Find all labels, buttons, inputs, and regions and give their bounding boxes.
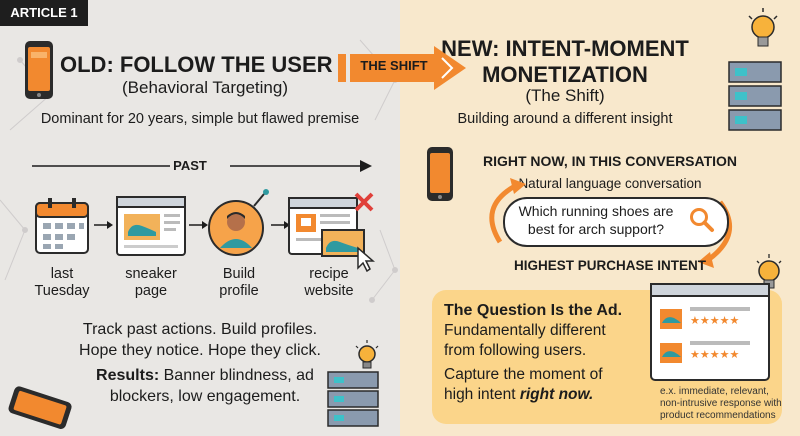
- user-profile-icon: [208, 189, 269, 256]
- phone-icon: [427, 147, 453, 201]
- recipe-website-icon: [288, 192, 376, 272]
- phone-lying-icon: [8, 386, 72, 429]
- intent-label: HIGHEST PURCHASE INTENT: [513, 258, 706, 273]
- shift-label: THE SHIFT: [360, 58, 428, 73]
- right-description: Building around a different insight: [457, 111, 673, 127]
- article-badge: ARTICLE 1: [0, 0, 88, 26]
- server-stack-icon: [728, 61, 782, 131]
- left-description: Dominant for 20 years, simple but flawed…: [40, 111, 360, 127]
- card-body: Fundamentally different from following u…: [444, 322, 606, 403]
- server-stack-icon: [327, 371, 379, 427]
- product-recommendations-browser: ★★★★★ ★★★★★: [650, 283, 770, 381]
- shift-arrow: [338, 46, 466, 90]
- phone-icon: [25, 41, 53, 99]
- left-panel: ARTICLE 1 OLD: FOLLOW THE USER (Behavior…: [0, 0, 400, 436]
- step-arrow-3: [271, 221, 290, 229]
- search-icon: [690, 208, 714, 232]
- right-subtitle: (The Shift): [525, 86, 605, 105]
- timeline-arrow: [32, 160, 372, 172]
- left-results: Results: Banner blindness, ad blockers, …: [96, 367, 314, 405]
- calendar-icon: [35, 198, 89, 254]
- now-label: RIGHT NOW, IN THIS CONVERSATION: [482, 153, 738, 169]
- query-text: Which running shoes are best for arch su…: [518, 203, 674, 237]
- recommendation-note: e.x. immediate, relevant, non-intrusive …: [660, 386, 782, 421]
- card-heading: The Question Is the Ad.: [444, 302, 623, 319]
- nl-label: Natural language conversation: [518, 176, 702, 191]
- left-subtitle: (Behavioral Targeting): [122, 78, 288, 97]
- timeline-label: PAST: [173, 158, 207, 173]
- svg-text:★★★★★: ★★★★★: [690, 314, 739, 327]
- step-arrow-1: [94, 221, 113, 229]
- left-summary: Track past actions. Build profiles. Hope…: [79, 321, 321, 359]
- lightbulb-icon: [748, 8, 778, 47]
- query-bubble: [503, 197, 729, 247]
- left-title: OLD: FOLLOW THE USER: [60, 52, 333, 77]
- card-text: The Question Is the Ad. Fundamentally di…: [444, 300, 664, 405]
- results-label: Results:: [96, 367, 160, 384]
- right-title: NEW: INTENT-MOMENT MONETIZATION: [441, 36, 689, 87]
- step-arrow-2: [189, 221, 208, 229]
- browser-sneaker-icon: [116, 196, 186, 256]
- lightbulb-icon: [355, 340, 379, 369]
- svg-text:★★★★★: ★★★★★: [690, 348, 739, 361]
